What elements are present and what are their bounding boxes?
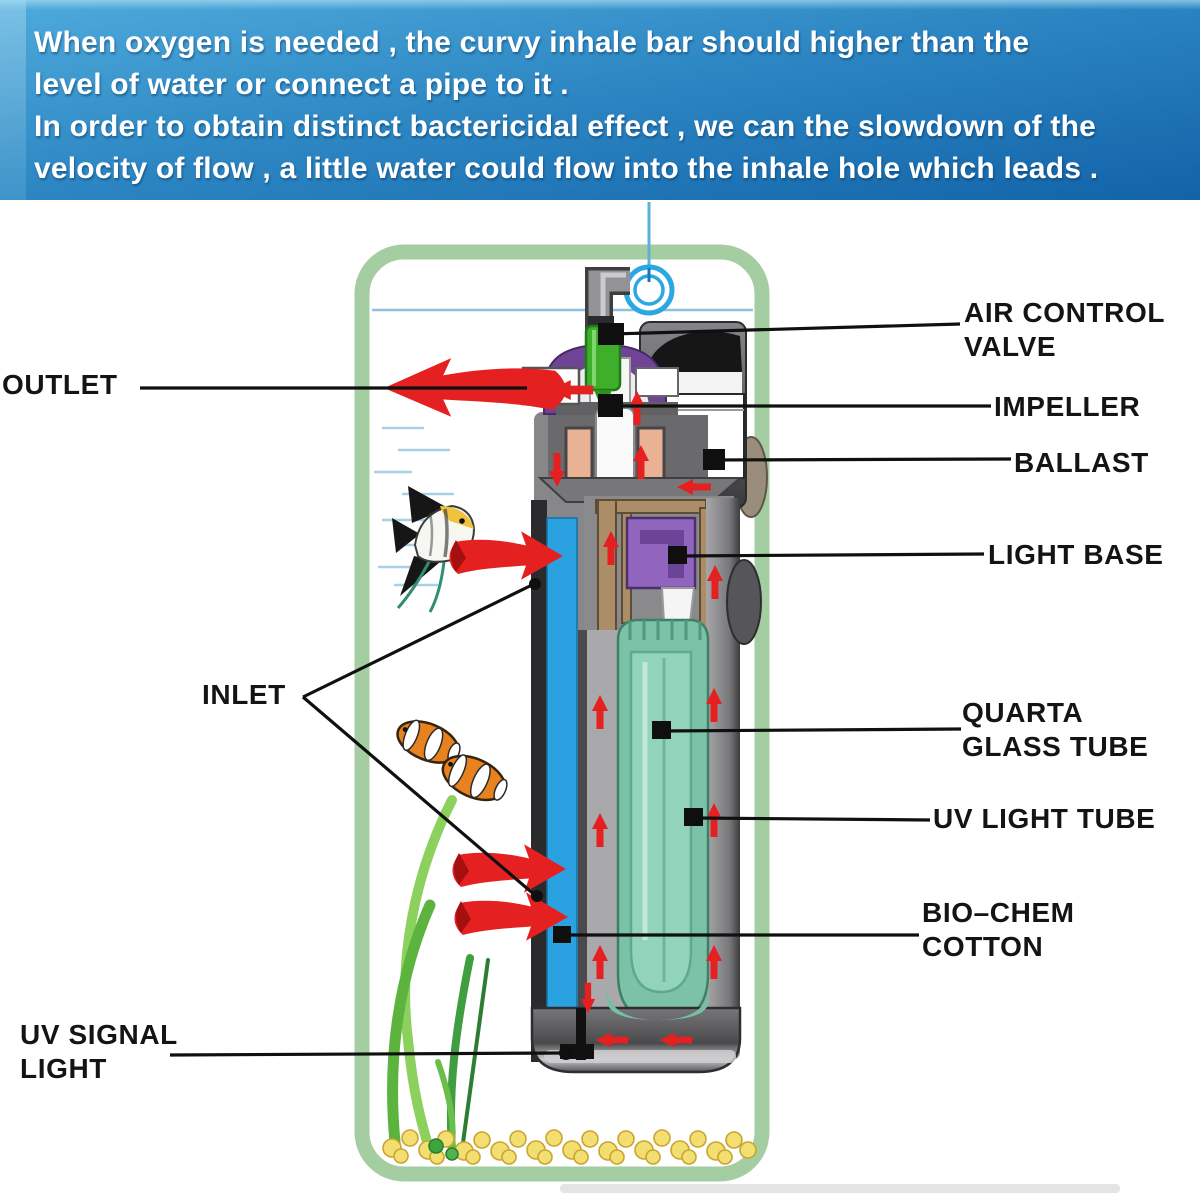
gravel	[382, 1129, 757, 1165]
label-outlet: OUTLET	[2, 369, 118, 400]
leader-light-base	[677, 552, 985, 558]
uv-filter-unit	[516, 202, 768, 1074]
quartz-glass-tube-part	[616, 618, 710, 1024]
leader-inlet-lower	[301, 695, 538, 898]
leader-inlet-upper	[302, 582, 535, 699]
inhale-hole-icon	[623, 264, 675, 316]
instruction-text: When oxygen is needed , the curvy inhale…	[0, 22, 1200, 190]
instruction-line-1: When oxygen is needed , the curvy inhale…	[34, 26, 1030, 59]
instruction-line-2: level of water or connect a pipe to it .	[34, 68, 569, 101]
lamp-socket	[660, 587, 696, 623]
leader-air-control-valve	[611, 322, 961, 336]
bio-chem-cotton-sponge	[546, 517, 578, 1047]
tank-shadow	[560, 1184, 1120, 1193]
instruction-banner: When oxygen is needed , the curvy inhale…	[0, 0, 1200, 200]
leader-ballast	[713, 457, 1012, 462]
instruction-line-3: In order to obtain distinct bactericidal…	[34, 110, 1096, 143]
label-light-base: LIGHT BASE	[988, 539, 1164, 570]
instruction-line-4: velocity of flow , a little water could …	[34, 152, 1099, 185]
flow-arrows-large	[384, 358, 568, 941]
label-ballast: BALLAST	[1014, 447, 1149, 478]
mount-clamp-lower	[726, 559, 762, 645]
impeller-rotor	[595, 407, 635, 489]
label-uv-light-tube: UV LIGHT TUBE	[933, 803, 1156, 834]
motor-section	[548, 407, 708, 489]
aquarium-plant	[387, 795, 490, 1158]
leader-uv-signal-light	[169, 1051, 565, 1057]
clownfish-pair	[396, 719, 508, 802]
leader-quarta-glass-tube	[661, 727, 962, 733]
ribbon-folds	[451, 540, 471, 933]
label-impeller: IMPELLER	[994, 391, 1141, 422]
label-air-control-valve: AIR CONTROL VALVE	[964, 297, 1166, 362]
label-uv-signal-light: UV SIGNAL LIGHT	[20, 1019, 178, 1084]
leader-uv-light-tube	[693, 816, 931, 822]
uv-light-tube-part	[629, 650, 693, 994]
leader-connectors	[529, 323, 725, 1060]
filter-base	[530, 984, 742, 1074]
label-inlet: INLET	[202, 679, 286, 710]
label-quarta-glass-tube: QUARTA GLASS TUBE	[962, 697, 1149, 762]
label-bio-chem-cotton: BIO–CHEM COTTON	[922, 897, 1075, 962]
head-dome	[646, 331, 742, 372]
leader-lines	[140, 322, 1012, 1057]
